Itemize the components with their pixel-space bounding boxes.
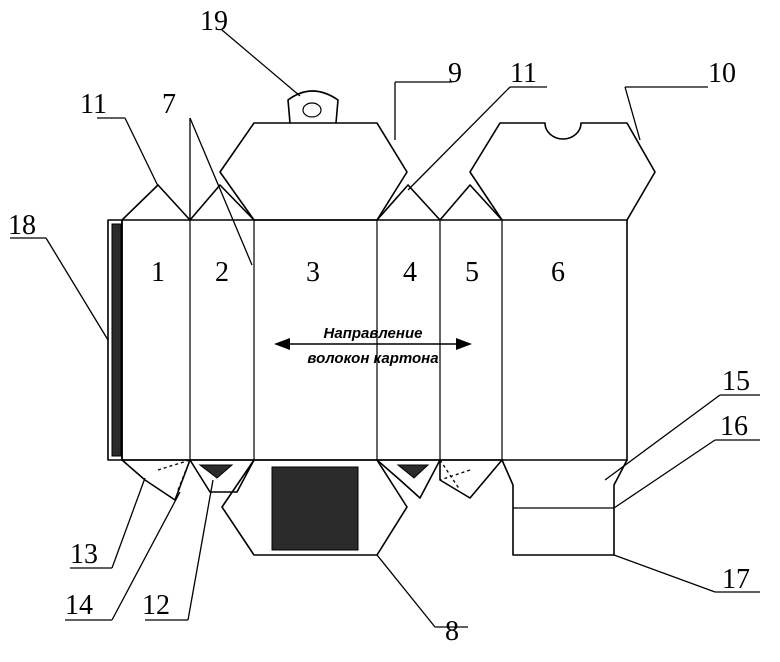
callout-9: 9 (448, 58, 462, 89)
callout-12: 12 (142, 590, 170, 621)
grain-text-line-2: волокон картона (307, 350, 438, 367)
top-hexagon-flap (220, 91, 407, 220)
glue-strip (108, 220, 122, 460)
callout-7: 7 (162, 89, 176, 120)
top-hexagon-flap-notched (470, 123, 655, 220)
panel-label-4: 4 (403, 257, 417, 288)
callout-11-right: 11 (510, 58, 537, 89)
callout-16: 16 (720, 411, 748, 442)
grain-text-line-1: Направление (324, 325, 423, 342)
bottom-hexagon-flap (222, 460, 407, 555)
callout-14: 14 (65, 590, 93, 621)
bottom-tuck-flap (502, 460, 627, 555)
callout-15: 15 (722, 366, 750, 397)
panel-label-1: 1 (151, 257, 165, 288)
callout-13: 13 (70, 539, 98, 570)
panel-labels: 1 2 3 4 5 6 (151, 257, 565, 288)
callout-19: 19 (200, 6, 228, 37)
callout-8: 8 (445, 616, 459, 647)
panel-label-6: 6 (551, 257, 565, 288)
callout-10: 10 (708, 58, 736, 89)
callout-11-left: 11 (80, 89, 107, 120)
top-triangular-flaps (122, 185, 502, 220)
callout-17: 17 (722, 564, 750, 595)
callout-18: 18 (8, 210, 36, 241)
panel-label-5: 5 (465, 257, 479, 288)
panel-label-3: 3 (306, 257, 320, 288)
panel-label-2: 2 (215, 257, 229, 288)
